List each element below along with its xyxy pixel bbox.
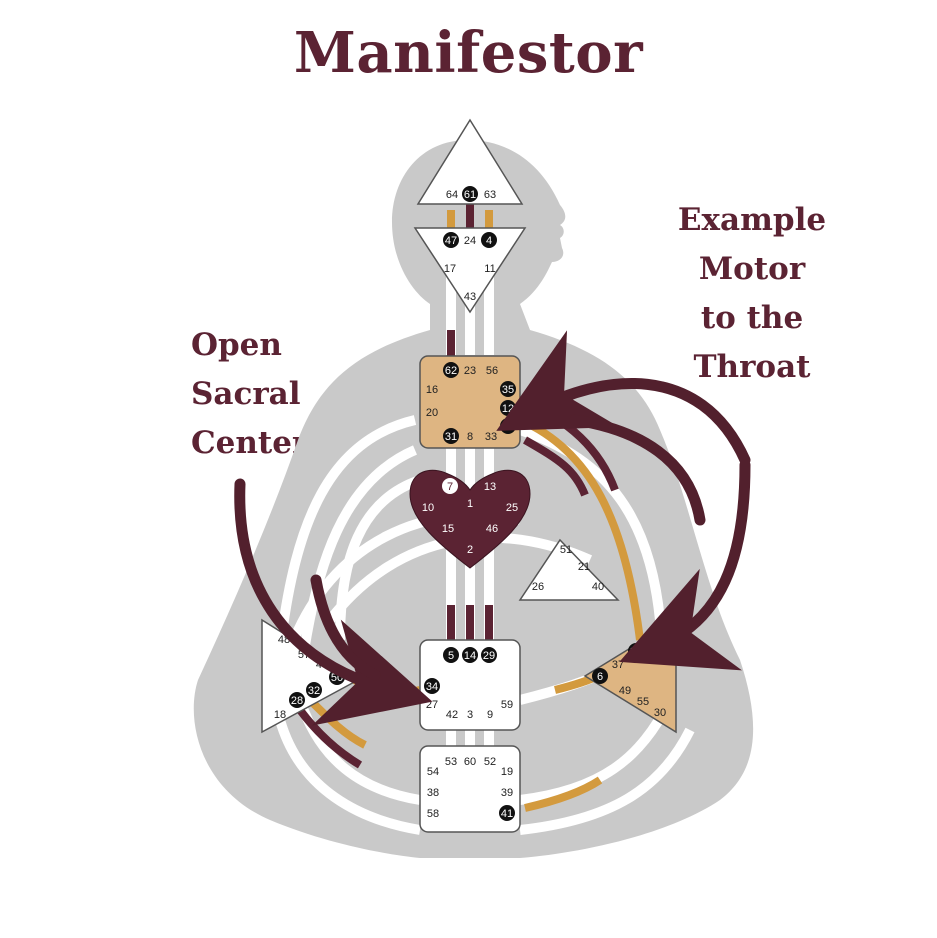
head-center <box>416 118 524 205</box>
gate-47: 47 <box>445 235 457 247</box>
gate-27: 27 <box>426 699 438 711</box>
gate-54: 54 <box>427 766 439 778</box>
gate-25: 25 <box>506 502 518 514</box>
gate-52: 52 <box>484 756 496 768</box>
gate-46: 46 <box>486 523 498 535</box>
gate-7: 7 <box>447 481 453 493</box>
label-line: Open <box>191 327 282 363</box>
gate-17: 17 <box>444 263 456 275</box>
gate-29: 29 <box>483 650 495 662</box>
left-arrow <box>234 478 433 726</box>
gate-3: 3 <box>467 709 473 721</box>
gate-24: 24 <box>464 235 476 247</box>
gate-63: 63 <box>484 189 496 201</box>
gate-61: 61 <box>464 189 476 201</box>
gate-40: 40 <box>592 581 604 593</box>
open-sacral-label: Open Sacral Center <box>191 321 308 468</box>
gate-15: 15 <box>442 523 454 535</box>
gate-8: 8 <box>467 431 473 443</box>
label-line: Center <box>191 425 309 461</box>
gate-21: 21 <box>578 561 590 573</box>
gate-6: 6 <box>597 671 603 683</box>
gate-51: 51 <box>560 544 572 556</box>
gate-16: 16 <box>426 384 438 396</box>
gate-32: 32 <box>308 685 320 697</box>
gate-38: 38 <box>427 787 439 799</box>
label-line: Sacral <box>191 376 301 412</box>
gate-11: 11 <box>484 263 495 275</box>
gate-56: 56 <box>486 365 498 377</box>
gate-19: 19 <box>501 766 513 778</box>
gate-14: 14 <box>464 650 476 662</box>
gate-34: 34 <box>426 681 438 693</box>
gate-1: 1 <box>467 498 473 510</box>
motor-to-throat-label: Example Motor to the Throat <box>676 196 828 392</box>
gate-58: 58 <box>427 808 439 820</box>
gate-35: 35 <box>502 384 514 396</box>
gate-39: 39 <box>501 787 513 799</box>
gate-5: 5 <box>448 650 454 662</box>
ego-center <box>518 538 620 601</box>
gate-33: 33 <box>485 431 497 443</box>
gate-12: 12 <box>502 403 514 415</box>
gate-49: 49 <box>619 685 631 697</box>
gate-30: 30 <box>654 707 666 719</box>
right-arrow-top <box>496 330 751 466</box>
label-line: Motor <box>698 251 806 287</box>
left-arrow-inner <box>310 574 381 681</box>
gate-53: 53 <box>445 756 457 768</box>
g-center <box>409 469 531 569</box>
root-center <box>419 745 521 833</box>
gate-13: 13 <box>484 481 496 493</box>
gate-59: 59 <box>501 699 513 711</box>
label-line: Throat <box>693 349 811 385</box>
gate-2: 2 <box>467 544 473 556</box>
gate-26: 26 <box>532 581 544 593</box>
gate-45: 45 <box>502 421 514 433</box>
gate-31: 31 <box>445 431 457 443</box>
gate-60: 60 <box>464 756 476 768</box>
gate-64: 64 <box>446 189 458 201</box>
gate-4: 4 <box>486 235 492 247</box>
gate-43: 43 <box>464 291 476 303</box>
gate-23: 23 <box>464 365 476 377</box>
label-line: Example <box>677 202 827 238</box>
label-line: to the <box>700 300 804 336</box>
gate-9: 9 <box>487 709 493 721</box>
gate-55: 55 <box>637 696 649 708</box>
gate-62: 62 <box>445 365 457 377</box>
right-arrow-bottom <box>619 459 751 671</box>
gate-36: 36 <box>630 646 642 658</box>
right-arrow-accent <box>569 414 706 526</box>
ajna-center <box>413 227 527 314</box>
gate-28: 28 <box>291 695 303 707</box>
gate-18: 18 <box>274 709 286 721</box>
gate-42: 42 <box>446 709 458 721</box>
page-title: Manifestor <box>293 20 644 86</box>
annotation-arrows <box>234 330 751 726</box>
gate-41: 41 <box>501 808 513 820</box>
gate-10: 10 <box>422 502 434 514</box>
gate-37: 37 <box>612 659 624 671</box>
gate-20: 20 <box>426 407 438 419</box>
